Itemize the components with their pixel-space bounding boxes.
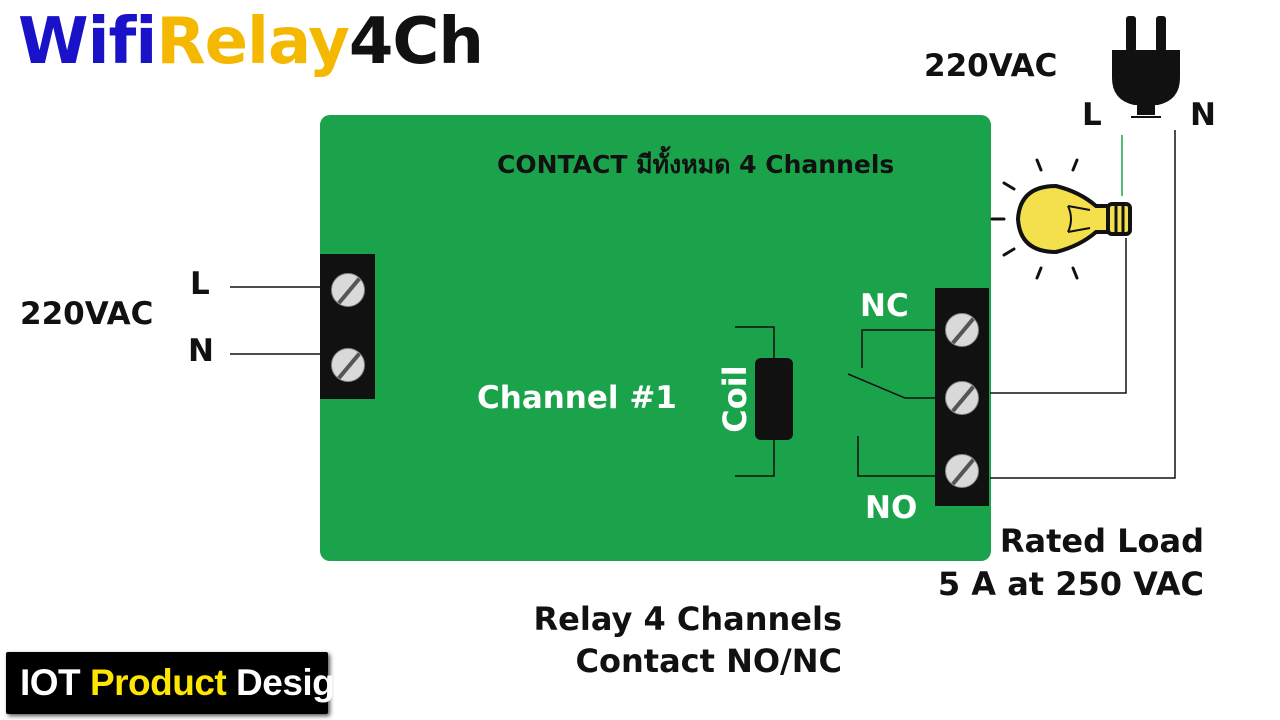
relay-coil bbox=[755, 358, 793, 440]
logo-word-product: Product bbox=[89, 662, 227, 703]
logo-word-design: Design bbox=[236, 662, 357, 703]
com-to-bulb-wire bbox=[990, 238, 1127, 394]
screw-terminal-icon bbox=[945, 454, 979, 488]
contact-note: CONTACT มีทั้งหมด 4 Channels bbox=[497, 150, 895, 179]
input-neutral-label: N bbox=[188, 333, 214, 369]
rated-load-line2: 5 A at 250 VAC bbox=[937, 565, 1204, 603]
caption-line1: Relay 4 Channels bbox=[533, 600, 842, 638]
rated-load-line1: Rated Load bbox=[999, 522, 1204, 560]
title-relay: Relay bbox=[156, 5, 350, 79]
input-terminal-block bbox=[320, 254, 375, 399]
output-terminal-block bbox=[935, 288, 989, 506]
caption-line2: Contact NO/NC bbox=[575, 642, 842, 680]
input-line-label: L bbox=[190, 266, 210, 302]
screw-terminal-icon bbox=[331, 273, 365, 307]
logo-text: IOT Product Design bbox=[20, 662, 357, 704]
nc-label: NC bbox=[860, 288, 909, 324]
input-voltage-label: 220VAC bbox=[20, 296, 154, 332]
page-title: WifiRelay4Ch bbox=[18, 2, 484, 82]
power-plug-icon bbox=[1112, 16, 1180, 118]
output-line-label: L bbox=[1082, 97, 1102, 133]
screw-terminal-icon bbox=[945, 381, 979, 415]
nc-contact-lead bbox=[861, 329, 935, 368]
light-bulb-icon bbox=[990, 158, 1132, 280]
coil-label: Coil bbox=[716, 365, 754, 433]
no-contact-lead bbox=[857, 436, 935, 477]
channel-label: Channel #1 bbox=[477, 380, 677, 416]
output-neutral-label: N bbox=[1190, 97, 1216, 133]
screw-terminal-icon bbox=[945, 313, 979, 347]
no-to-neutral-wire bbox=[990, 130, 1176, 479]
relay-board bbox=[320, 115, 991, 561]
switch-arm bbox=[847, 373, 906, 399]
output-voltage-label: 220VAC bbox=[924, 48, 1058, 84]
no-label: NO bbox=[865, 490, 918, 526]
screw-terminal-icon bbox=[331, 348, 365, 382]
title-4ch: 4Ch bbox=[348, 5, 484, 79]
coil-bottom-lead bbox=[735, 440, 775, 477]
logo-word-iot: IOT bbox=[20, 662, 81, 703]
title-wifi: Wifi bbox=[18, 5, 157, 79]
brand-logo: IOT Product Design bbox=[6, 652, 357, 714]
coil-top-lead bbox=[735, 326, 775, 358]
